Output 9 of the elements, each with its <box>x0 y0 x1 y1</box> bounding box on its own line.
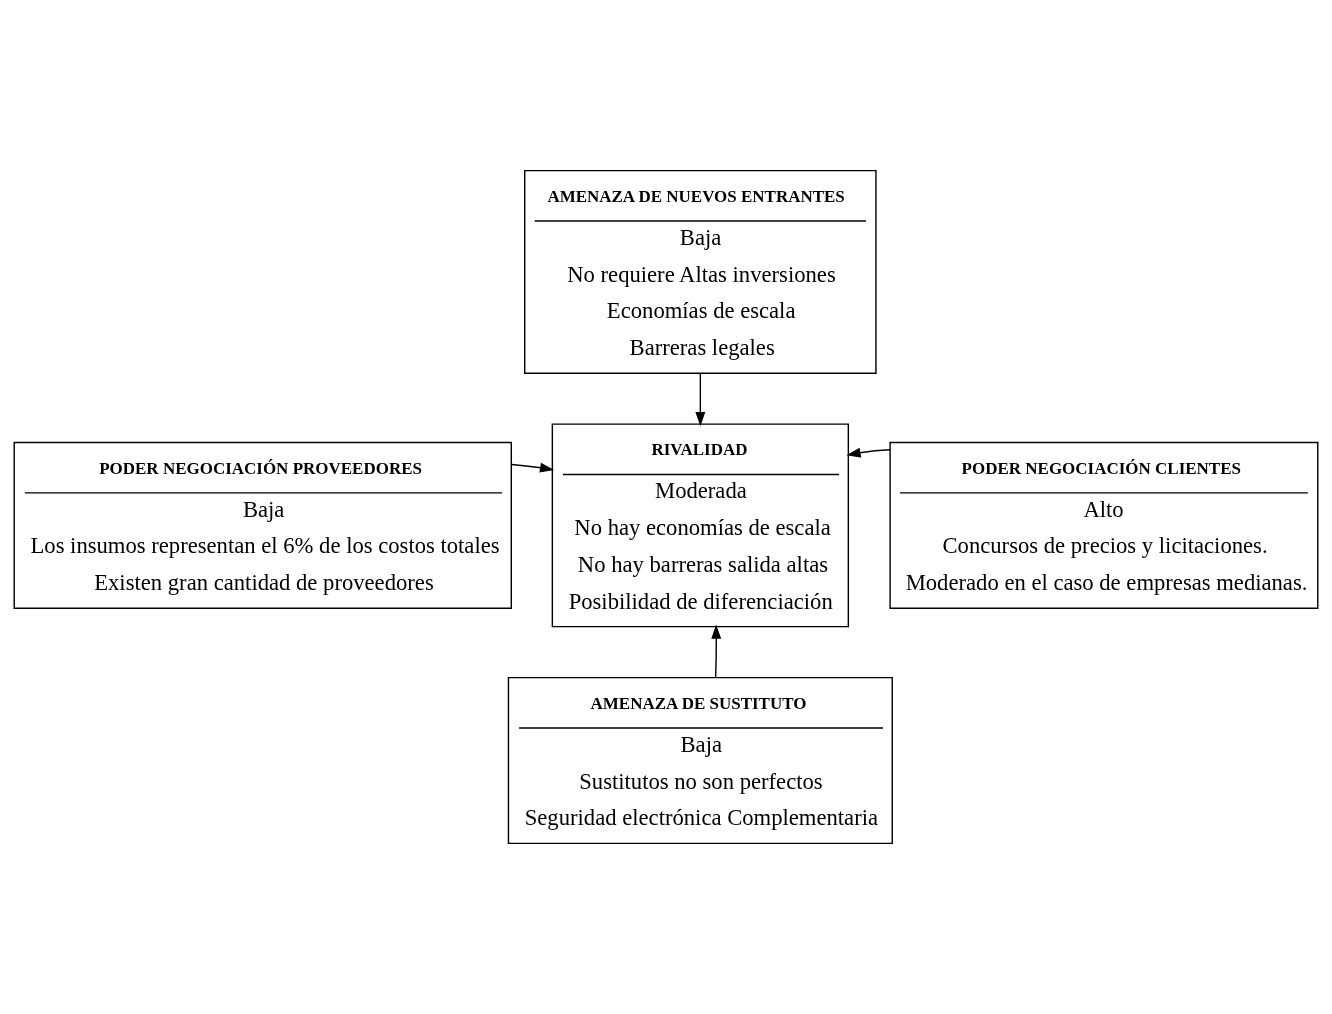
arrow <box>695 372 706 427</box>
arrow <box>510 462 555 473</box>
node-box: PODER NEGOCIACIÓN PROVEEDORES Baja Los insumos representan el 6% de los costos totales Existen gran cantidad de proveedores <box>13 441 512 609</box>
node-box: AMENAZA DE SUSTITUTO Baja Sustitutos no son perfectos Seguridad electrónica Complementaria <box>507 676 893 845</box>
arrow <box>846 447 891 458</box>
node-box: AMENAZA DE NUEVOS ENTRANTES Baja No requiere Altas inversiones Economías de escala Barreras legales <box>524 169 877 374</box>
node-box: RIVALIDAD Moderada No hay economías de escala No hay barreras salida altas Posibilidad de diferenciación <box>551 423 850 628</box>
arrow <box>711 624 722 679</box>
node-box: PODER NEGOCIACIÓN CLIENTES Alto Concursos de precios y licitaciones. Moderado en el caso de empresas medianas. <box>889 441 1319 609</box>
